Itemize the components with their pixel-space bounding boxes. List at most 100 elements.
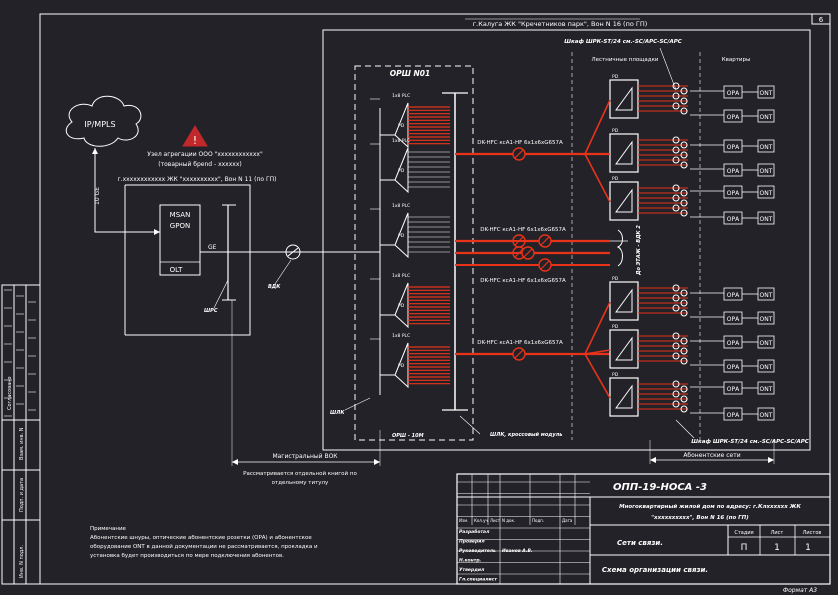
notes-line: оборудование ONT в данной документации н… bbox=[90, 543, 318, 550]
connector-icon bbox=[672, 194, 680, 202]
coupler-label: ВДК bbox=[268, 284, 281, 290]
splitter-ratio: 1x8 PLC bbox=[392, 333, 410, 339]
splitter-label: PD bbox=[398, 363, 405, 369]
arrow-head bbox=[768, 457, 774, 463]
leader-line bbox=[459, 415, 481, 435]
format-label: Формат А3 bbox=[783, 587, 817, 594]
connector-icon bbox=[680, 209, 688, 217]
stamp-stage-header: Стадия bbox=[734, 530, 753, 536]
oru-small-label: ШЛК bbox=[330, 410, 345, 416]
building-label: г.Калуга ЖК "Кречетников парк", Вон N 16… bbox=[473, 20, 648, 28]
connector-icon bbox=[680, 141, 688, 149]
sheet-number: 6 bbox=[819, 16, 824, 24]
building-boundary bbox=[322, 29, 811, 451]
box-label: PD bbox=[612, 176, 619, 182]
connector-icon bbox=[680, 395, 688, 403]
ont-label: ONT bbox=[760, 90, 773, 97]
stamp-section: Сети связи. bbox=[617, 539, 663, 547]
cabinet-type-label: Шкаф ШРК-ST/24 см.-SC/APC-SC/APC bbox=[564, 38, 682, 45]
connector-icon bbox=[672, 146, 680, 154]
distribution-box bbox=[609, 329, 639, 369]
stamp-sheets: 1 bbox=[805, 543, 811, 553]
stamp-drawing-title: Схема организации связи. bbox=[602, 566, 708, 574]
ont-box bbox=[757, 311, 775, 325]
connector-icon bbox=[680, 97, 688, 105]
arrow-head bbox=[92, 148, 98, 154]
splitter-icon bbox=[394, 342, 409, 389]
stamp-sheet: 1 bbox=[774, 543, 780, 553]
ont-box bbox=[757, 185, 775, 199]
ont-label: ONT bbox=[760, 386, 773, 393]
stamp-stage: П bbox=[741, 543, 748, 553]
ont-label: ONT bbox=[760, 190, 773, 197]
stair-label: Лестничные площадки bbox=[592, 57, 659, 63]
ge-label: GE bbox=[208, 244, 217, 251]
notes-title: Примечание bbox=[90, 526, 127, 532]
connector-icon bbox=[672, 390, 680, 398]
ont-box bbox=[757, 163, 775, 177]
connector-icon bbox=[672, 342, 680, 350]
magistral-note: Рассматривается отдельной книгой по bbox=[243, 470, 357, 477]
arrow-head bbox=[154, 229, 160, 235]
connector-icon bbox=[680, 299, 688, 307]
ora-label: ОРА bbox=[727, 144, 740, 151]
stamp-column-header: Дата bbox=[562, 518, 573, 523]
ont-box bbox=[757, 287, 775, 301]
oru-bottom-label: ОРШ - 10М bbox=[392, 433, 424, 439]
box-splitter-icon bbox=[615, 336, 633, 361]
splitter-label: PD bbox=[398, 233, 405, 239]
stamp-role: Руководитель bbox=[459, 548, 496, 554]
distribution-box bbox=[609, 79, 639, 119]
stamp-person: Иванов А.В. bbox=[502, 548, 533, 554]
stamp-sheet-header: Лист bbox=[771, 530, 784, 536]
feeder-cable-label: DK-HFC ксА1-HF 6х1х6хG657A bbox=[477, 140, 563, 146]
stamp-column-header: N док. bbox=[502, 518, 515, 523]
connector-icon bbox=[680, 189, 688, 197]
stamp-column-header: Лист bbox=[490, 518, 501, 523]
ora-label: ОРА bbox=[727, 386, 740, 393]
connector-icon bbox=[672, 184, 680, 192]
connector-icon bbox=[680, 107, 688, 115]
connector-icon bbox=[680, 289, 688, 297]
left-stamp-label: Согласовано bbox=[7, 376, 13, 410]
msan-label: MSAN bbox=[170, 211, 191, 219]
ont-box bbox=[757, 407, 775, 421]
stamp-column-header: Кол.уч bbox=[474, 518, 488, 523]
stamp-role: Гл.специалист bbox=[459, 577, 497, 583]
stamp-role: Утвердил bbox=[459, 567, 485, 573]
connector-icon bbox=[680, 161, 688, 169]
stamp-column-header: Изм. bbox=[459, 518, 468, 523]
coupler-icon bbox=[285, 244, 301, 260]
node-small-label: ШРС bbox=[204, 308, 218, 314]
cabinet-type-label-bottom: Шкаф ШРК-ST/24 см.-SC/APC-SC/APC bbox=[691, 438, 809, 445]
gpon-label: GPON bbox=[170, 222, 190, 230]
uplink-10ge bbox=[94, 148, 160, 233]
connector-icon bbox=[680, 309, 688, 317]
riser-label: До ЭТАЖ - ВДК 2 bbox=[636, 225, 642, 276]
box-splitter-icon bbox=[615, 140, 633, 165]
connector-icon bbox=[672, 380, 680, 388]
coupler-mark bbox=[287, 247, 299, 257]
feeder-cable-label: DK-HFC ксА1-HF 6х1х6хG657A bbox=[480, 278, 566, 284]
box-label: PD bbox=[612, 128, 619, 134]
magistral-note: отдельному титулу bbox=[272, 480, 329, 486]
warning-icon bbox=[182, 125, 208, 147]
box-splitter-icon bbox=[615, 384, 633, 409]
connector-icon bbox=[672, 284, 680, 292]
mpls-label: IP/MPLS bbox=[84, 120, 115, 129]
arrow-head bbox=[650, 457, 656, 463]
stamp-role: Проверил bbox=[459, 539, 485, 545]
cross-module-label: ШЛК, кросcовый модуль bbox=[490, 432, 562, 438]
ora-label: ОРА bbox=[727, 340, 740, 347]
box-label: PD bbox=[612, 74, 619, 80]
connector-icon bbox=[672, 332, 680, 340]
connector-icon bbox=[680, 347, 688, 355]
ont-box bbox=[757, 381, 775, 395]
ont-label: ONT bbox=[760, 292, 773, 299]
sheet-number-box bbox=[811, 13, 831, 25]
ont-box bbox=[757, 359, 775, 373]
stamp-sheets-header: Листов bbox=[803, 530, 822, 536]
ont-label: ONT bbox=[760, 114, 773, 121]
box-splitter-icon bbox=[615, 86, 633, 111]
